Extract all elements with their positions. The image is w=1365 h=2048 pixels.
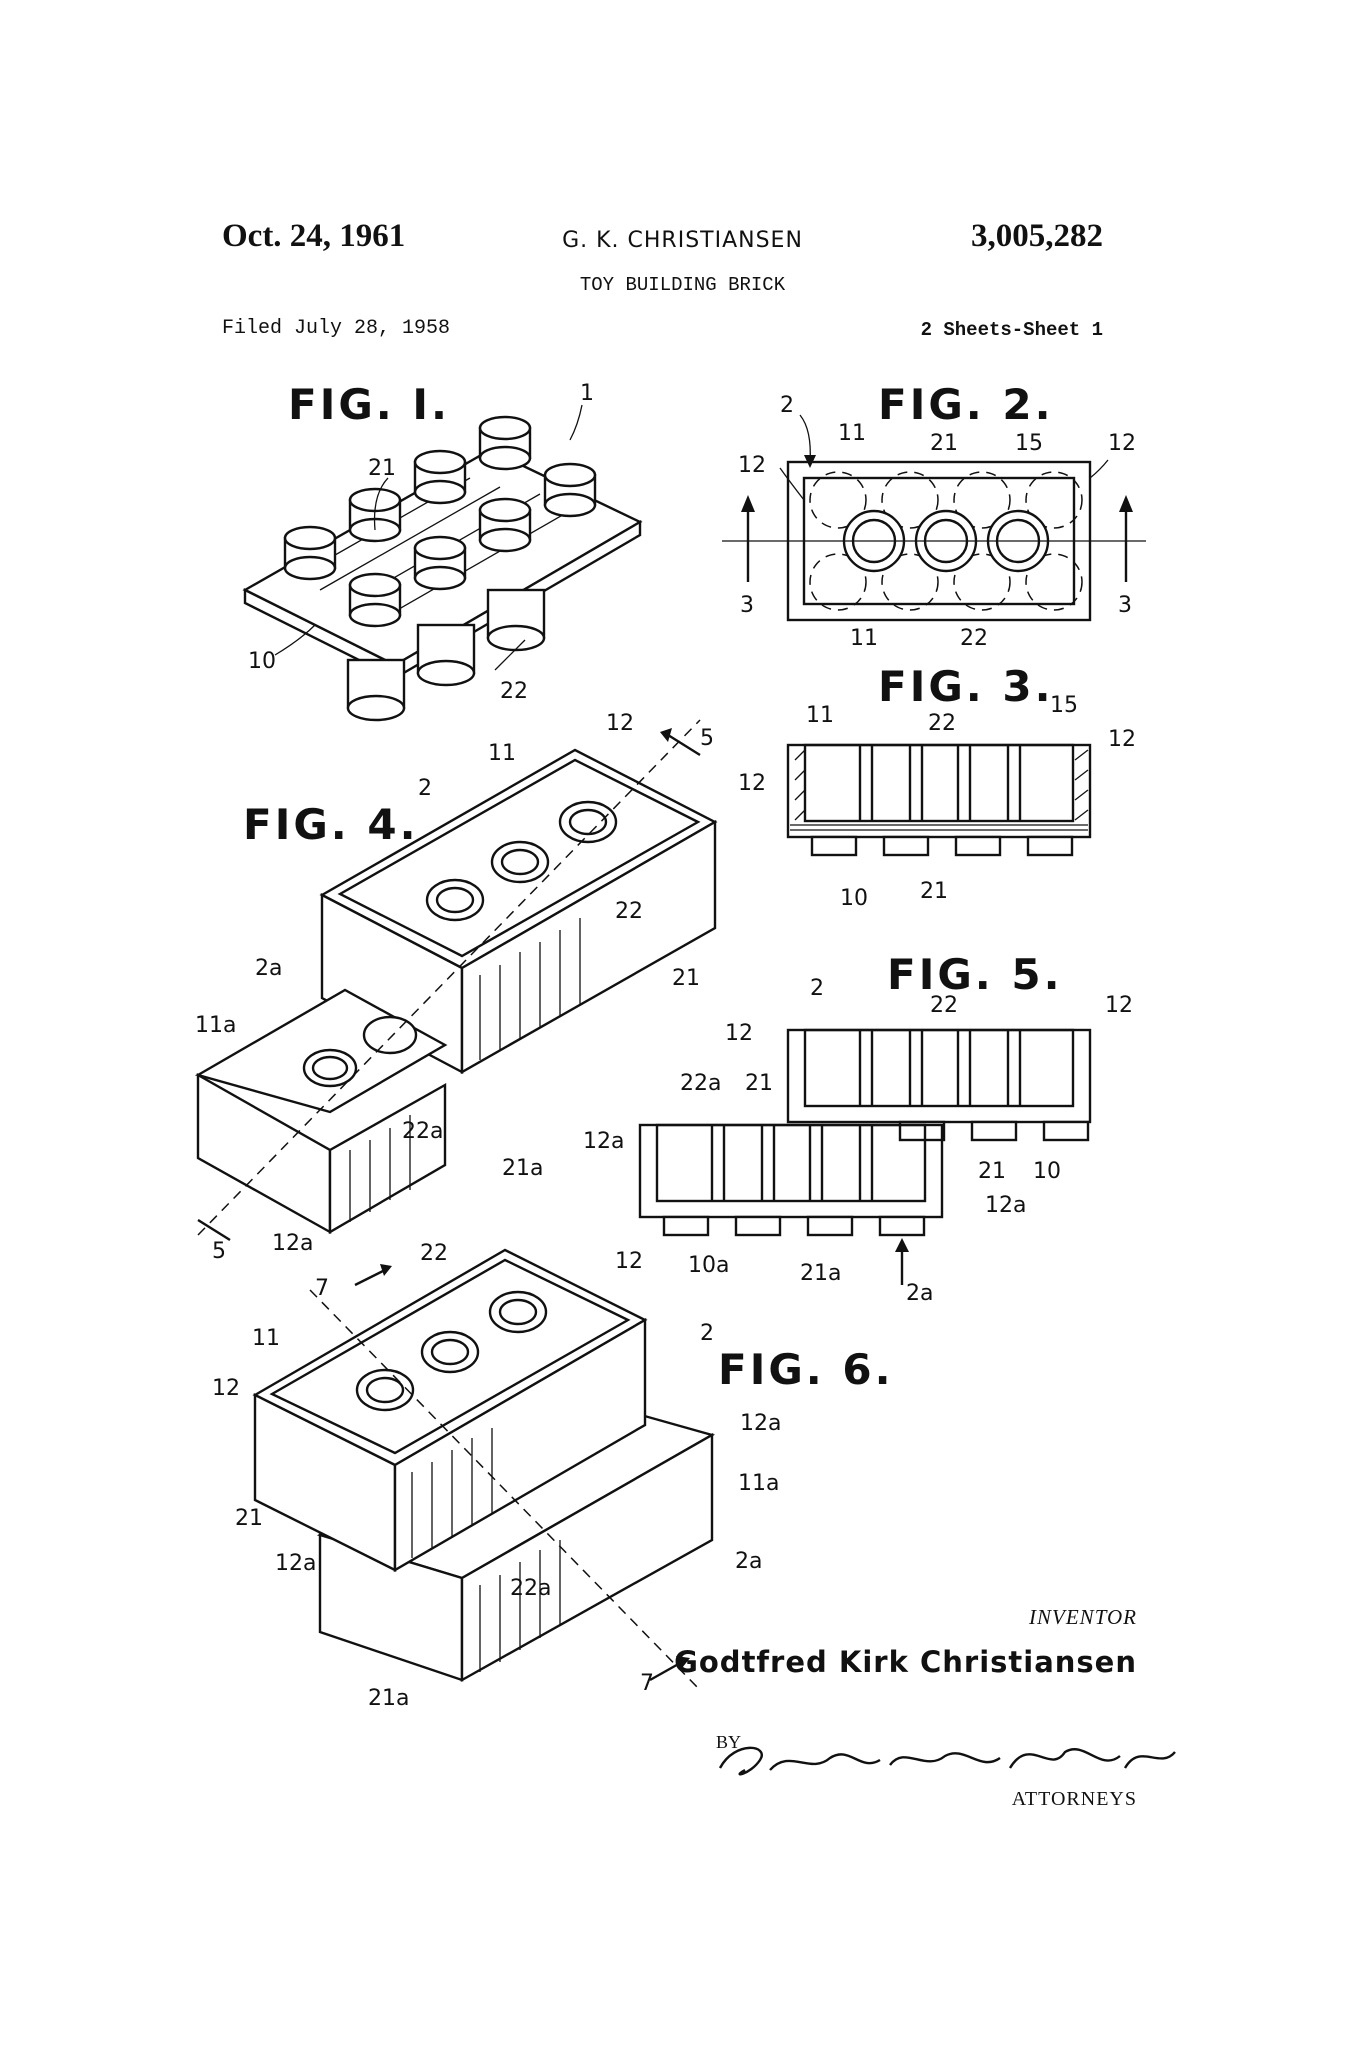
fig3-ref-12-right: 12 [1108, 727, 1136, 752]
by-label: BY [716, 1732, 742, 1752]
fig3-ref-10: 10 [840, 886, 868, 911]
fig6-ref-12-top: 12 [615, 1249, 643, 1274]
fig6-ref-22: 22 [420, 1241, 448, 1266]
fig6-stacked-aligned: 22 12 7 11 2 12 12a 11a 21 12a 22a 2a 21… [212, 1241, 781, 1711]
fig5-ref-10a: 10a [688, 1253, 729, 1278]
inventor-short-name: G. K. CHRISTIANSEN [562, 228, 803, 253]
fig1-ref-21: 21 [368, 456, 396, 481]
patent-title: TOY BUILDING BRICK [579, 274, 786, 296]
fig6-ref-12-left: 12 [212, 1376, 240, 1401]
fig4-ref-21: 21 [672, 966, 700, 991]
fig2-ref-2: 2 [780, 393, 794, 418]
fig4-ref-5-bottom: 5 [212, 1239, 226, 1264]
fig5-ref-12-right: 12 [1105, 993, 1133, 1018]
fig5-ref-22: 22 [930, 993, 958, 1018]
fig3-ref-15: 15 [1050, 693, 1078, 718]
fig3-section: 11 22 15 12 12 10 21 [738, 693, 1136, 911]
fig3-ref-12-left: 12 [738, 771, 766, 796]
fig6-ref-21a: 21a [368, 1686, 409, 1711]
fig6-ref-11a: 11a [738, 1471, 779, 1496]
fig2-ref-3-right: 3 [1118, 593, 1132, 618]
fig6-ref-2a: 2a [735, 1549, 762, 1574]
inventor-name: Godtfred Kirk Christiansen [674, 1645, 1137, 1679]
fig4-ref-2a: 2a [255, 956, 282, 981]
fig6-ref-7-top: 7 [315, 1276, 329, 1301]
fig4-ref-12: 12 [606, 711, 634, 736]
fig6-ref-12a-right: 12a [740, 1411, 781, 1436]
fig5-label: FIG. 5. [887, 950, 1063, 999]
fig2-ref-11: 11 [838, 421, 866, 446]
fig2-ref-22: 22 [960, 626, 988, 651]
fig6-ref-2: 2 [700, 1321, 714, 1346]
fig2-bottom-view: 2 11 21 15 12 12 3 3 11 22 [722, 393, 1146, 651]
patent-number: 3,005,282 [971, 218, 1103, 254]
fig1-ref-1: 1 [580, 381, 594, 406]
fig6-ref-11: 11 [252, 1326, 280, 1351]
fig5-ref-21-lower: 21 [978, 1159, 1006, 1184]
fig1-brick-plate: 1 21 10 22 [242, 381, 643, 722]
fig2-ref-15: 15 [1015, 431, 1043, 456]
fig5-ref-21a: 21a [800, 1261, 841, 1286]
patent-date: Oct. 24, 1961 [222, 218, 406, 254]
fig4-ref-12a: 12a [272, 1231, 313, 1256]
filed-date: Filed July 28, 1958 [222, 317, 451, 340]
fig6-ref-7-bottom: 7 [640, 1671, 654, 1696]
fig5-ref-2: 2 [810, 976, 824, 1001]
fig5-ref-10: 10 [1033, 1159, 1061, 1184]
fig4-ref-2: 2 [418, 776, 432, 801]
fig2-label: FIG. 2. [878, 380, 1054, 429]
fig5-ref-12-left: 12 [725, 1021, 753, 1046]
fig5-section-stacked: 2 22 12 12 22a 21 12a 21 10 12a 10a 21a … [583, 976, 1133, 1306]
fig5-ref-22a: 22a [680, 1071, 721, 1096]
fig2-ref-12-left: 12 [738, 453, 766, 478]
fig4-ref-21a: 21a [502, 1156, 543, 1181]
fig3-ref-22: 22 [928, 711, 956, 736]
fig4-label: FIG. 4. [243, 800, 419, 849]
fig6-ref-21: 21 [235, 1506, 263, 1531]
attorney-signature [718, 1746, 1176, 1776]
fig5-ref-12a-left: 12a [583, 1129, 624, 1154]
fig4-ref-22a: 22a [402, 1119, 443, 1144]
fig4-ref-11: 11 [488, 741, 516, 766]
fig1-ref-22: 22 [500, 679, 528, 704]
fig1-ref-10: 10 [248, 649, 276, 674]
fig5-ref-2a: 2a [906, 1281, 933, 1306]
fig4-ref-11a: 11a [195, 1013, 236, 1038]
fig6-label: FIG. 6. [718, 1345, 894, 1394]
fig1-label: FIG. I. [288, 380, 450, 429]
fig2-ref-12-right: 12 [1108, 431, 1136, 456]
fig3-ref-21: 21 [920, 879, 948, 904]
fig3-ref-11: 11 [806, 703, 834, 728]
fig5-ref-12a-right: 12a [985, 1193, 1026, 1218]
fig2-ref-3-left: 3 [740, 593, 754, 618]
fig4-ref-22: 22 [615, 899, 643, 924]
fig3-label: FIG. 3. [878, 662, 1054, 711]
inventor-label: INVENTOR [1029, 1605, 1137, 1629]
sheet-count: 2 Sheets-Sheet 1 [920, 319, 1103, 341]
fig4-stacked-bricks: 12 5 11 2 22 21 2a 11a 22a 21a 5 12a [194, 711, 718, 1264]
fig2-ref-11-bottom: 11 [850, 626, 878, 651]
fig6-ref-22a: 22a [510, 1576, 551, 1601]
fig6-ref-12a-left: 12a [275, 1551, 316, 1576]
attorneys-label: ATTORNEYS [1011, 1788, 1137, 1810]
fig4-ref-5-top: 5 [700, 726, 714, 751]
fig5-ref-21-upper: 21 [745, 1071, 773, 1096]
fig2-ref-21: 21 [930, 431, 958, 456]
